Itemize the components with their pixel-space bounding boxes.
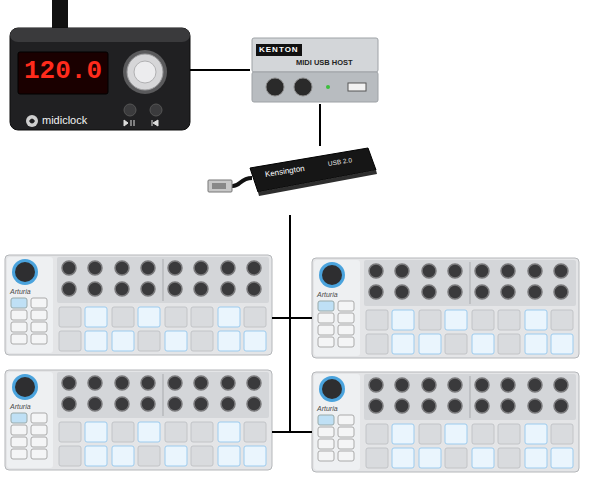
plug-tongue — [212, 183, 226, 189]
tempo-display: 120.0 — [24, 56, 102, 86]
brand-logo: Arturia — [10, 288, 31, 296]
kenton-drawing — [252, 38, 378, 102]
midiclock-device: 120.0 midiclock — [10, 28, 190, 130]
brand-logo: Arturia — [10, 403, 31, 411]
step-sequencer: Arturia — [312, 372, 579, 472]
rewind-symbol — [152, 120, 158, 126]
logo-mark — [29, 119, 35, 124]
led-display — [18, 52, 108, 94]
hub-cable — [232, 178, 252, 186]
connector-line — [290, 215, 312, 318]
connector-line — [272, 215, 290, 432]
usb-plug — [208, 180, 232, 192]
midi-port — [294, 78, 312, 96]
controller-drawing — [5, 255, 272, 355]
brand-logo: Arturia — [317, 291, 338, 299]
step-sequencer: Arturia — [312, 258, 579, 358]
knob-cap — [134, 61, 156, 83]
model-label: MIDI USB HOST — [296, 58, 353, 67]
step-sequencer: Arturia — [5, 255, 272, 355]
box-top — [252, 38, 378, 72]
connector-line — [290, 215, 312, 432]
usb-hub-drawing — [208, 148, 377, 196]
midiclock-drawing — [10, 0, 190, 130]
connector-line — [190, 69, 250, 71]
brand-logo: midiclock — [42, 114, 87, 127]
controller-drawing — [5, 370, 272, 470]
rewind-button — [150, 104, 162, 116]
tempo-knob — [127, 54, 163, 90]
usb-hub: Kensington USB 2.0 — [205, 146, 383, 215]
play-pause-symbol — [124, 120, 134, 126]
port-label: USB 2.0 — [327, 156, 352, 168]
device-body — [10, 28, 190, 130]
usb-port — [348, 83, 366, 91]
connector-line — [272, 215, 290, 318]
step-sequencer: Arturia — [5, 370, 272, 470]
midi-usb-host: KENTON MIDI USB HOST — [250, 38, 380, 104]
top-highlight — [10, 28, 190, 42]
controller-drawing — [312, 258, 579, 358]
status-led — [326, 85, 330, 89]
midi-port — [266, 78, 284, 96]
knob-ring — [123, 50, 167, 94]
brand-label: KENTON — [256, 44, 302, 56]
connector-line — [319, 104, 321, 146]
controller-drawing — [312, 372, 579, 472]
logo-icon — [26, 115, 38, 127]
play-button — [124, 104, 136, 116]
box-front — [252, 72, 378, 102]
brand-logo: Arturia — [317, 405, 338, 413]
cable — [52, 0, 68, 32]
brand-label: Kensington — [264, 164, 305, 179]
